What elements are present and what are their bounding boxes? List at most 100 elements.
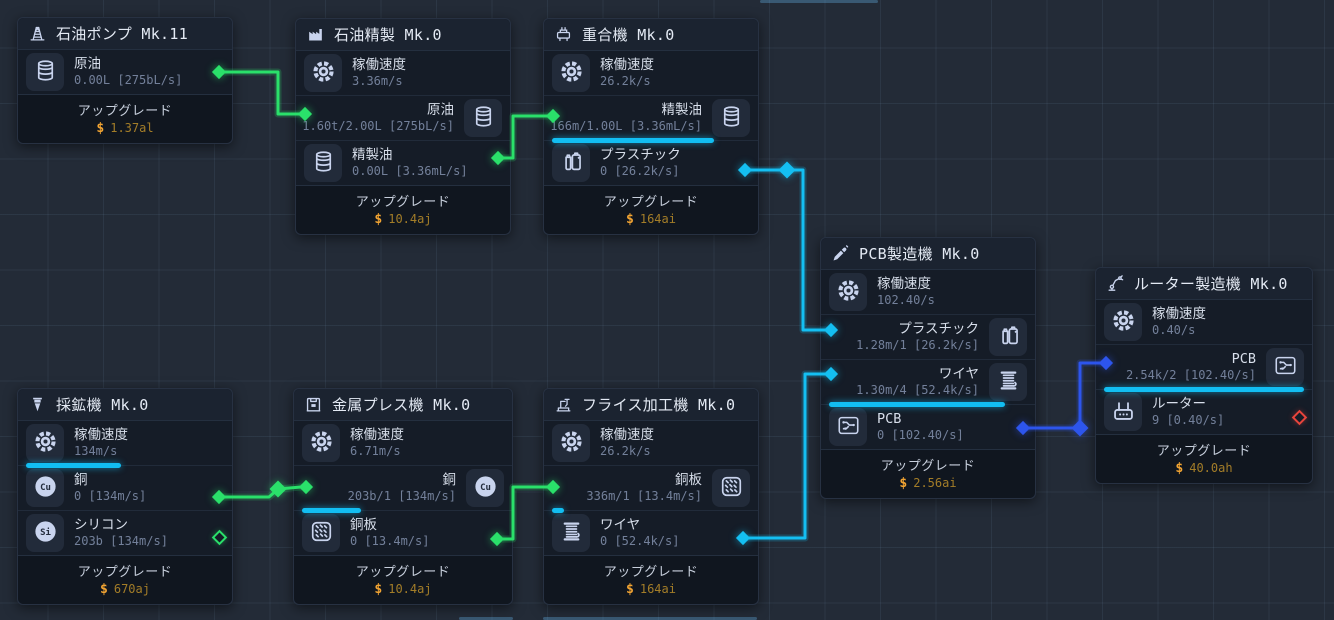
node-milling-machine-header: フライス加工機 Mk.0 — [544, 389, 758, 421]
upgrade-price: $10.4aj — [304, 212, 502, 227]
circle-cu-icon: Cu — [32, 473, 59, 504]
upgrade-label: アップグレード — [1156, 444, 1252, 459]
speed-label: 稼働速度 — [350, 427, 404, 444]
resource-label: ワイヤ — [938, 366, 979, 383]
press-icon — [304, 395, 323, 414]
dollar-icon: $ — [626, 582, 634, 597]
speed-value: 102.40/s — [877, 292, 935, 307]
upgrade-price: $164ai — [552, 582, 750, 597]
wire[interactable] — [746, 372, 828, 540]
gear-icon — [308, 428, 335, 459]
grid-edge-highlight — [459, 617, 513, 620]
wire[interactable] — [222, 485, 303, 499]
gear-icon — [558, 58, 585, 89]
upgrade-button[interactable]: アップグレード$10.4aj — [294, 555, 512, 604]
progress-bar — [26, 463, 122, 468]
gear-icon — [310, 58, 337, 89]
node-miner-header: 採鉱機 Mk.0 — [18, 389, 232, 421]
polymerizer-icon — [554, 25, 573, 44]
upgrade-price: $40.0ah — [1104, 461, 1304, 476]
upgrade-button[interactable]: アップグレード$10.4aj — [296, 185, 510, 234]
resource-label: ルーター — [1152, 396, 1206, 413]
wire-waypoint[interactable] — [1071, 419, 1089, 437]
upgrade-cost: 10.4aj — [388, 582, 432, 596]
node-title: 重合機 Mk.0 — [582, 26, 675, 44]
barrel-icon — [718, 103, 745, 134]
wire-waypoint[interactable] — [778, 161, 796, 179]
router-icon — [1110, 397, 1137, 428]
resource-label: 精製油 — [661, 102, 703, 119]
gear-icon — [558, 428, 585, 459]
upgrade-price: $164ai — [552, 212, 750, 227]
dollar-icon: $ — [626, 212, 634, 227]
upgrade-cost: 10.4aj — [388, 212, 432, 226]
resource-value: 1.60t/2.00L [275bL/s] — [302, 118, 454, 133]
barrel-icon — [470, 103, 497, 134]
speed-value: 134m/s — [74, 443, 118, 458]
speed-value: 6.71m/s — [350, 443, 401, 458]
barrel-icon — [310, 148, 337, 179]
refinery-icon — [306, 25, 325, 44]
robot-arm-icon — [1106, 274, 1125, 293]
node-title: 石油ポンプ Mk.11 — [56, 25, 189, 43]
resource-value: 2.54k/2 [102.40/s] — [1125, 367, 1256, 382]
resource-label: プラスチック — [898, 321, 979, 338]
upgrade-label: アップグレード — [77, 565, 173, 580]
plate-icon — [718, 473, 745, 504]
resource-label: 原油 — [74, 56, 101, 73]
wire[interactable] — [501, 114, 550, 160]
spool-icon — [558, 518, 585, 549]
node-title: ルーター製造機 Mk.0 — [1134, 275, 1288, 293]
wire[interactable] — [223, 70, 302, 116]
upgrade-cost: 40.0ah — [1189, 461, 1233, 475]
speed-value: 0.40/s — [1152, 322, 1196, 337]
upgrade-button[interactable]: アップグレード$164ai — [544, 185, 758, 234]
resource-label: PCB — [1231, 351, 1256, 368]
upgrade-button[interactable]: アップグレード $40.0ah — [1096, 434, 1312, 483]
node-polymerizer-header: 重合機 Mk.0 — [544, 19, 758, 51]
upgrade-button[interactable]: アップグレード$1.37al — [18, 94, 232, 143]
node-metal-press-header: 金属プレス機 Mk.0 — [294, 389, 512, 421]
resource-value: 0 [13.4m/s] — [350, 533, 430, 548]
upgrade-button[interactable]: アップグレード$670aj — [18, 555, 232, 604]
wire[interactable] — [1026, 361, 1103, 430]
svg-text:Cu: Cu — [40, 482, 51, 492]
resource-value: 0 [26.2k/s] — [600, 163, 680, 178]
upgrade-cost: 670aj — [113, 582, 150, 596]
upgrade-button[interactable]: アップグレード$164ai — [544, 555, 758, 604]
progress-bar — [302, 508, 361, 513]
node-title: フライス加工機 Mk.0 — [582, 396, 736, 414]
upgrade-price: $2.56ai — [829, 476, 1027, 491]
upgrade-button[interactable]: アップグレード$2.56ai — [821, 449, 1035, 498]
milling-icon — [554, 395, 573, 414]
resource-value: 1.28m/1 [26.2k/s] — [856, 337, 979, 352]
wire[interactable] — [748, 168, 828, 332]
resource-label: 銅 — [74, 472, 88, 489]
circle-si-icon: Si — [32, 518, 59, 549]
wire[interactable] — [500, 485, 550, 541]
wire — [221, 68, 304, 118]
resource-value: 0 [102.40/s] — [877, 427, 964, 442]
